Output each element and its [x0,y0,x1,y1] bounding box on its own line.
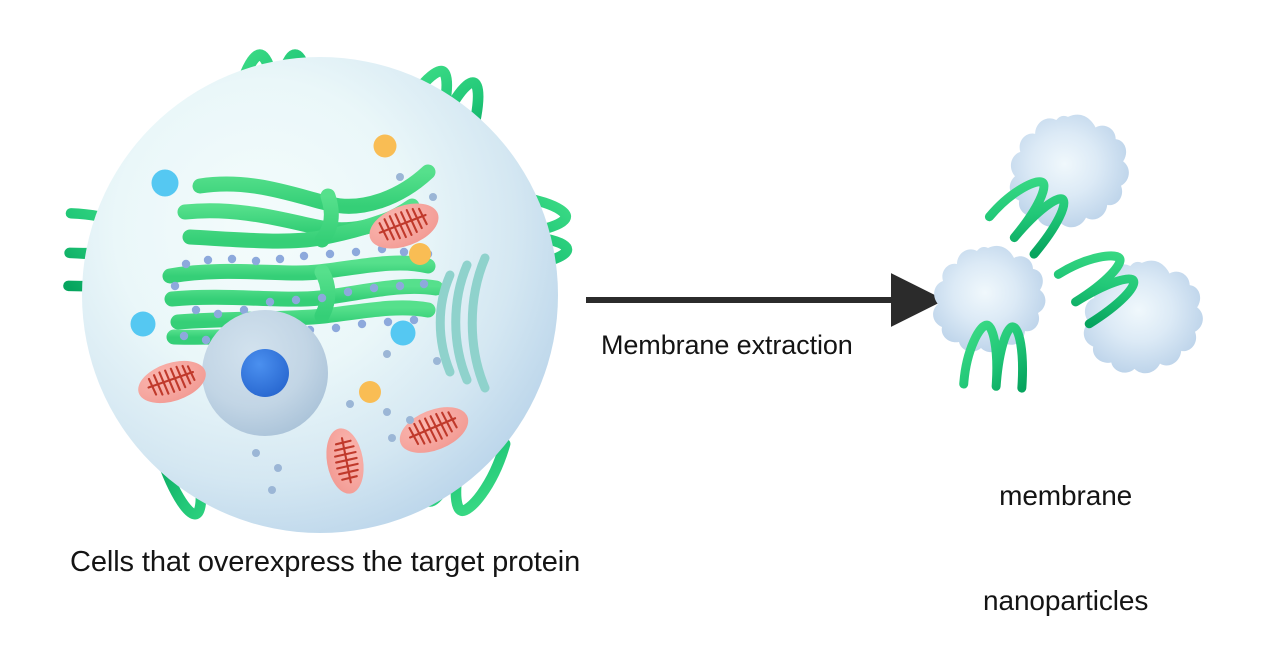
mitochondrion [399,407,469,453]
nanoparticle-group [933,114,1203,388]
cell-illustration [68,55,567,533]
nanoparticle-body [1009,114,1129,228]
membrane-nanoparticle [933,245,1046,388]
vesicle-cyan [390,320,416,346]
vesicle-cyan [130,311,156,337]
arrow-caption: Membrane extraction [601,330,853,360]
mitochondrion [369,203,439,249]
smooth-endoplasmic-reticulum [435,253,490,393]
vesicle-orange [373,134,397,158]
nanoparticle-caption-line1: membrane [999,480,1133,511]
membrane-nanoparticle [1058,242,1203,374]
cytoplasm-speckles [252,173,441,494]
nucleolus [241,349,289,397]
mitochondrion [138,360,206,404]
membrane-protein [964,324,1026,388]
ribosome-dots [170,244,433,359]
membrane-nanoparticle [989,114,1129,255]
vesicle-cyan [151,169,179,197]
figure-canvas [0,0,1203,533]
vesicle-orange [359,381,381,403]
vesicle-group [130,134,431,403]
mitochondrion [326,428,364,494]
nanoparticle-caption: membrane nanoparticles [983,408,1148,653]
cell-caption: Cells that overexpress the target protei… [70,546,581,578]
nanoparticle-caption-line2: nanoparticles [983,585,1149,616]
vesicle-orange [409,243,431,265]
